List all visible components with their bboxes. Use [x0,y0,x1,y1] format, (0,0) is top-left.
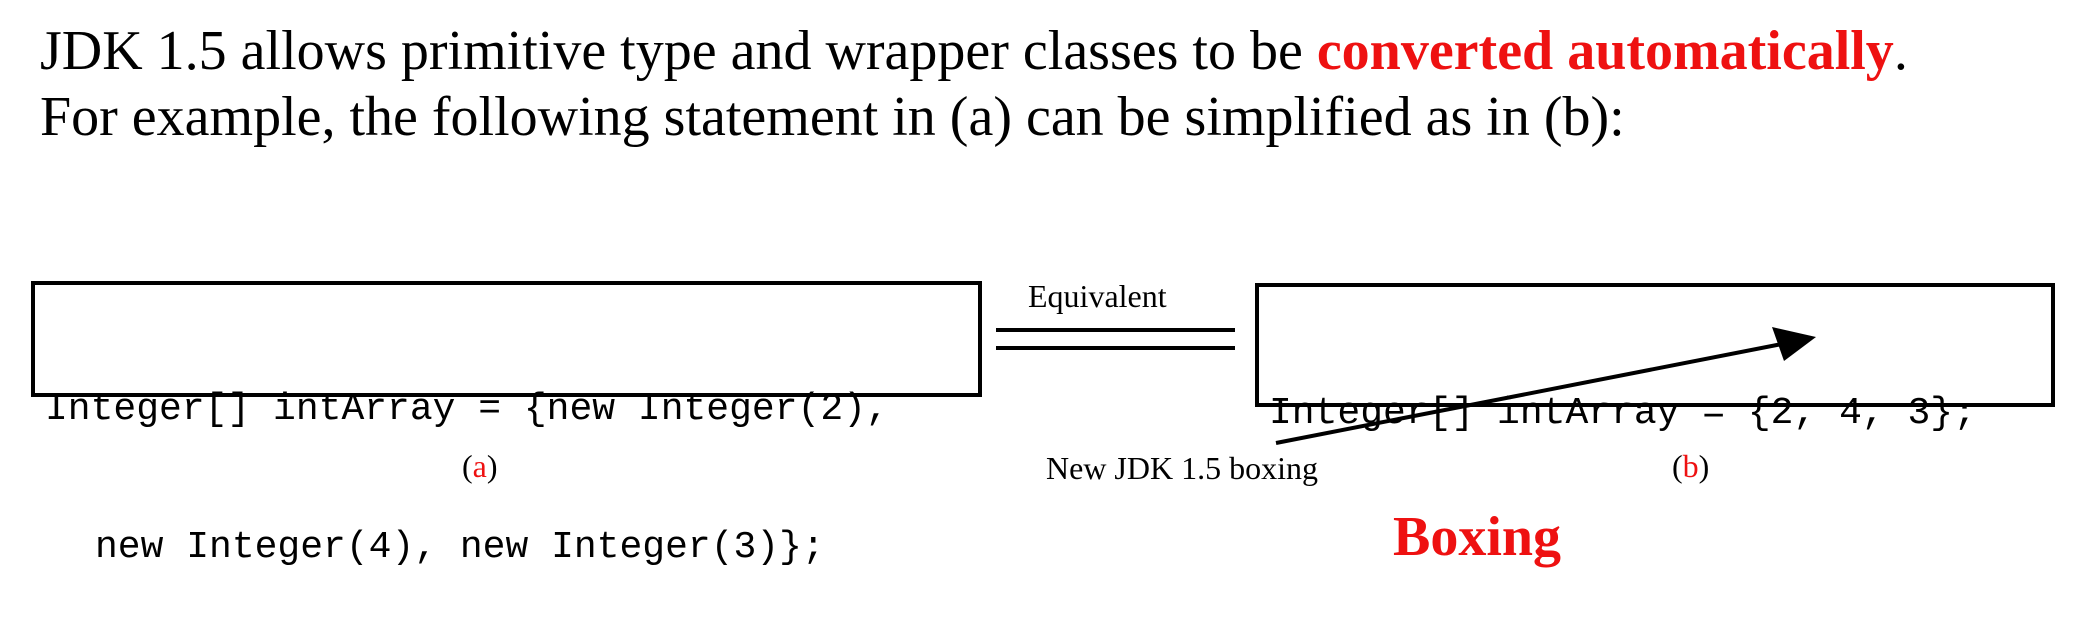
code-a-line-2: new Integer(4), new Integer(3)}; [95,526,825,569]
boxing-title: Boxing [1393,506,1562,568]
code-a-line-1: Integer[] intArray = {new Integer(2), [45,388,889,431]
label-b-letter: b [1682,448,1699,484]
intro-line-2: For example, the following statement in … [40,86,1625,148]
intro-line-1-start: JDK 1.5 allows primitive type and wrappe… [40,20,1317,82]
intro-highlight: converted automatically [1316,20,1894,82]
boxing-arrow-line [1275,342,1783,445]
equivalent-label: Equivalent [1028,278,1167,314]
boxing-note: New JDK 1.5 boxing [1046,450,1318,486]
label-b: (b) [1672,448,1710,484]
code-box-b: Integer[] intArray = {2, 4, 3}; [1255,283,2055,435]
code-b-line-1: Integer[] intArray = {2, 4, 3}; [1269,392,1976,435]
code-box-a: Integer[] intArray = {new Integer(2), ne… [31,281,982,569]
label-a: (a) [462,448,498,484]
diagram-connectors [996,327,1816,445]
intro-line-1: JDK 1.5 allows primitive type and wrappe… [40,18,2070,84]
intro-text: JDK 1.5 allows primitive type and wrappe… [40,18,2070,150]
boxing-arrow-head [1772,327,1816,361]
intro-line-1-end: . [1893,20,1908,82]
label-a-letter: a [472,448,487,484]
